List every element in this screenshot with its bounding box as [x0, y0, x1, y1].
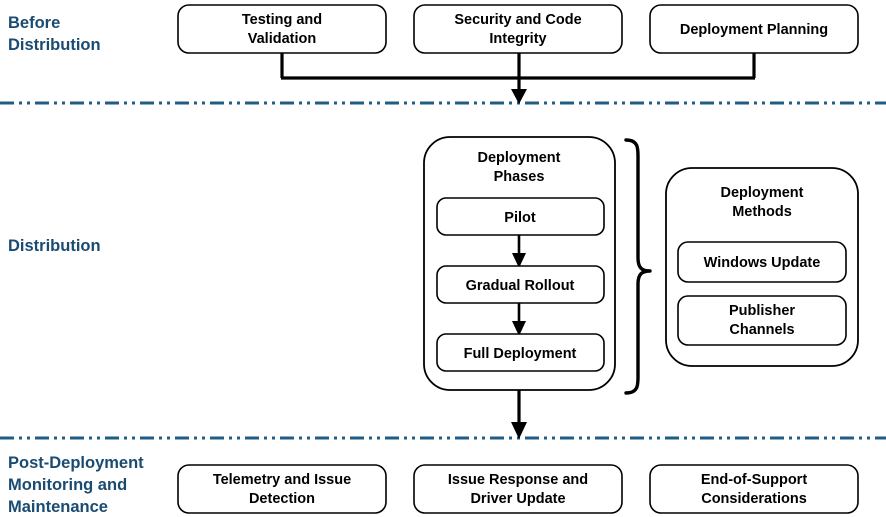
node-full-deployment[interactable]: Full Deployment — [436, 333, 605, 372]
node-end-of-support-considerations-shape[interactable] — [649, 464, 859, 514]
node-gradual-rollout[interactable]: Gradual Rollout — [436, 265, 605, 304]
node-issue-response-and-driver-update[interactable]: Issue Response and Driver Update — [413, 464, 623, 514]
node-telemetry-and-issue-detection-line2: Detection — [249, 491, 315, 507]
node-full-deployment-label: Full Deployment — [464, 346, 577, 362]
group-deployment-methods-title-line2: Methods — [732, 204, 792, 220]
lane-label-distribution: Distribution — [8, 237, 101, 255]
node-telemetry-and-issue-detection-shape[interactable] — [177, 464, 387, 514]
node-issue-response-and-driver-update-line1: Issue Response and — [448, 472, 588, 488]
arrowhead-gradual-rollout-to-full-deployment — [512, 321, 526, 336]
node-publisher-channels[interactable]: Publisher Channels — [677, 295, 847, 346]
node-publisher-channels-line1: Publisher — [729, 303, 795, 319]
node-deployment-planning-shape[interactable] — [649, 4, 859, 54]
arrowhead-pilot-to-gradual-rollout — [512, 253, 526, 268]
group-deployment-phases-title-line1: Deployment — [478, 150, 561, 166]
node-pilot-label: Pilot — [504, 210, 536, 226]
node-deployment-planning[interactable]: Deployment Planning — [649, 4, 859, 54]
node-issue-response-and-driver-update-line2: Driver Update — [470, 491, 565, 507]
node-gradual-rollout-label: Gradual Rollout — [466, 278, 575, 294]
node-windows-update-label: Windows Update — [704, 255, 821, 271]
node-testing-and-validation-line2: Validation — [248, 31, 317, 47]
node-end-of-support-considerations-line2: Considerations — [701, 491, 807, 507]
top-row-merge-connector — [280, 52, 756, 104]
node-issue-response-and-driver-update-shape[interactable] — [413, 464, 623, 514]
lane-label-before-distribution-line1: Before — [8, 14, 60, 32]
brace-phases-to-methods — [624, 138, 652, 395]
node-gradual-rollout-shape[interactable] — [436, 265, 605, 304]
deployment-phase-step-arrows — [512, 235, 526, 336]
node-telemetry-and-issue-detection-line1: Telemetry and Issue — [213, 472, 351, 488]
node-windows-update[interactable]: Windows Update — [677, 241, 847, 283]
arrowhead-into-distribution — [511, 89, 527, 104]
node-pilot[interactable]: Pilot — [436, 197, 605, 236]
node-pilot-shape[interactable] — [436, 197, 605, 236]
node-full-deployment-shape[interactable] — [436, 333, 605, 372]
group-deployment-phases-title-line2: Phases — [494, 169, 545, 185]
lane-label-before-distribution: Before Distribution — [8, 14, 101, 54]
node-publisher-channels-shape[interactable] — [677, 295, 847, 346]
lane-label-post-deployment-line3: Maintenance — [8, 498, 108, 516]
lane-label-post-deployment-line2: Monitoring and — [8, 476, 127, 494]
node-deployment-planning-line1: Deployment Planning — [680, 22, 828, 38]
node-testing-and-validation-shape[interactable] — [177, 4, 387, 54]
node-end-of-support-considerations[interactable]: End-of-Support Considerations — [649, 464, 859, 514]
node-testing-and-validation[interactable]: Testing and Validation — [177, 4, 387, 54]
node-telemetry-and-issue-detection[interactable]: Telemetry and Issue Detection — [177, 464, 387, 514]
lane-label-before-distribution-line2: Distribution — [8, 36, 101, 54]
node-testing-and-validation-line1: Testing and — [242, 12, 322, 28]
lane-label-post-deployment-line1: Post-Deployment — [8, 454, 144, 472]
lane-label-post-deployment: Post-Deployment Monitoring and Maintenan… — [8, 454, 144, 516]
arrowhead-into-post-deployment — [511, 422, 527, 439]
deployment-phases-exit-connector — [511, 389, 527, 439]
group-deployment-phases[interactable]: Deployment Phases Pilot Gradual Rollout … — [423, 136, 616, 391]
node-security-and-code-integrity-shape[interactable] — [413, 4, 623, 54]
node-publisher-channels-line2: Channels — [729, 322, 794, 338]
node-security-and-code-integrity-line2: Integrity — [489, 31, 546, 47]
group-deployment-methods-title-line1: Deployment — [721, 185, 804, 201]
lane-label-distribution-line1: Distribution — [8, 237, 101, 255]
group-deployment-methods[interactable]: Deployment Methods Windows Update Publis… — [665, 167, 859, 367]
node-security-and-code-integrity-line1: Security and Code — [454, 12, 581, 28]
node-security-and-code-integrity[interactable]: Security and Code Integrity — [413, 4, 623, 54]
node-windows-update-shape[interactable] — [677, 241, 847, 283]
node-end-of-support-considerations-line1: End-of-Support — [701, 472, 807, 488]
